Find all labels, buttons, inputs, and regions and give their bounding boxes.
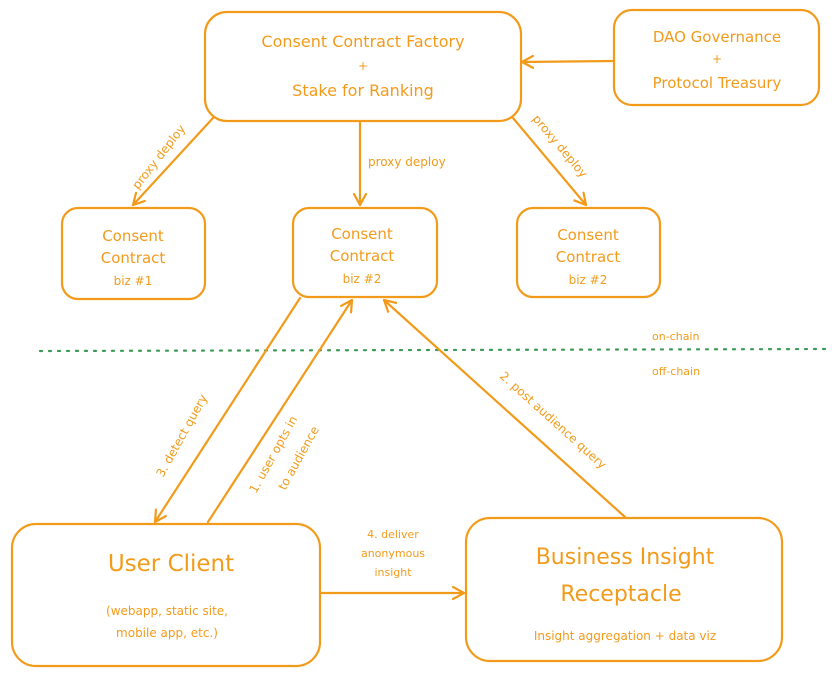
contract2b-biz-label: biz #2: [569, 273, 608, 287]
chain-boundary-line: [38, 347, 828, 353]
contract2a-line1: Consent: [331, 225, 393, 243]
edge-post-audience-query: [382, 298, 627, 519]
user-client-title: User Client: [108, 551, 234, 577]
contract1-line2: Contract: [101, 249, 166, 267]
contract1-biz-label: biz #1: [114, 274, 153, 288]
proxy-deploy-left-label: proxy deploy: [129, 122, 188, 192]
edge-detect-query: [153, 296, 302, 524]
dao-subtitle: Protocol Treasury: [653, 74, 782, 92]
on-chain-label: on-chain: [652, 330, 699, 343]
step4-deliver-label-line2: anonymous: [361, 547, 425, 560]
proxy-deploy-center-label: proxy deploy: [368, 155, 446, 169]
business-title-line1: Business Insight: [536, 545, 715, 570]
consent-contract-biz1-node[interactable]: Consent Contract biz #1: [60, 206, 207, 301]
edge-dao-to-factory: [520, 61, 616, 62]
consent-contract-biz2-right-node[interactable]: Consent Contract biz #2: [515, 206, 662, 299]
factory-node[interactable]: Consent Contract Factory + Stake for Ran…: [203, 10, 523, 123]
factory-plus: +: [358, 59, 368, 73]
step4-deliver-label-line3: insight: [374, 566, 412, 579]
contract2a-line2: Contract: [330, 247, 395, 265]
user-client-node[interactable]: User Client (webapp, static site, mobile…: [10, 522, 322, 668]
consent-contract-biz2-center-node[interactable]: Consent Contract biz #2: [291, 206, 439, 299]
contract2b-line1: Consent: [557, 226, 619, 244]
user-client-sub2: mobile app, etc.): [116, 626, 218, 640]
business-subtitle: Insight aggregation + data viz: [534, 629, 716, 643]
edge-factory-to-contract2-right: [511, 116, 588, 207]
step2-post-query-label: 2. post audience query: [497, 369, 609, 472]
edge-factory-to-contract1: [131, 116, 215, 207]
contract2b-line2: Contract: [556, 248, 621, 266]
contract2a-biz-label: biz #2: [343, 272, 382, 286]
step3-detect-query-label: 3. detect query: [153, 392, 210, 479]
business-title-line2: Receptacle: [560, 582, 681, 607]
business-insight-receptacle-node[interactable]: Business Insight Receptacle Insight aggr…: [464, 516, 784, 663]
factory-title: Consent Contract Factory: [261, 32, 464, 51]
edge-user-opts-in: [206, 298, 354, 524]
step4-deliver-label-line1: 4. deliver: [367, 528, 419, 541]
dao-title: DAO Governance: [653, 28, 781, 46]
user-client-sub1: (webapp, static site,: [106, 604, 228, 618]
off-chain-label: off-chain: [652, 365, 700, 378]
dao-plus: +: [712, 52, 722, 66]
dao-node[interactable]: DAO Governance + Protocol Treasury: [612, 8, 821, 107]
proxy-deploy-right-label: proxy deploy: [530, 112, 591, 180]
factory-subtitle: Stake for Ranking: [292, 81, 434, 100]
contract1-line1: Consent: [102, 227, 164, 245]
